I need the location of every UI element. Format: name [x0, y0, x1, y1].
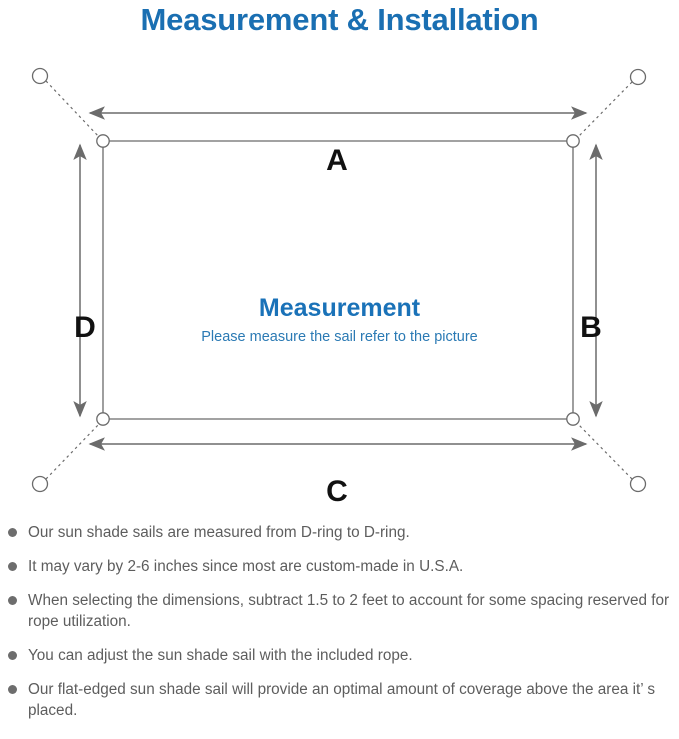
list-item: Our sun shade sails are measured from D-… — [0, 522, 679, 543]
d-ring-top-left — [96, 134, 110, 148]
rope-line-bottom-left — [45, 422, 101, 480]
bullet-icon — [8, 562, 17, 571]
list-item-text: It may vary by 2-6 inches since most are… — [28, 558, 464, 575]
bullet-icon — [8, 596, 17, 605]
bullet-icon — [8, 685, 17, 694]
bullet-icon — [8, 651, 17, 660]
page-title: Measurement & Installation — [140, 2, 539, 37]
list-item: You can adjust the sun shade sail with t… — [0, 645, 679, 666]
list-item-text: Our sun shade sails are measured from D-… — [28, 524, 410, 541]
dimension-label-d: D — [74, 311, 96, 344]
sail-measurement-diagram: A B C D Measurement Please measure the s… — [0, 50, 679, 520]
list-item: It may vary by 2-6 inches since most are… — [0, 556, 679, 577]
list-item-text: Our flat-edged sun shade sail will provi… — [28, 681, 655, 719]
rope-line-top-left — [45, 80, 101, 139]
list-item: Our flat-edged sun shade sail will provi… — [0, 679, 679, 721]
d-ring-group — [96, 134, 580, 426]
d-ring-bottom-right — [566, 412, 580, 426]
anchor-point-top-left — [31, 67, 49, 85]
anchor-point-group — [31, 67, 647, 493]
list-item: When selecting the dimensions, subtract … — [0, 590, 679, 632]
bullet-icon — [8, 528, 17, 537]
sail-rectangle — [102, 140, 574, 420]
dimension-label-b: B — [580, 311, 602, 344]
rope-lines — [45, 80, 633, 480]
notes-list: Our sun shade sails are measured from D-… — [0, 522, 679, 734]
anchor-point-bottom-left — [31, 475, 49, 493]
d-ring-top-right — [566, 134, 580, 148]
anchor-point-bottom-right — [629, 475, 647, 493]
dimension-label-a: A — [326, 144, 348, 177]
list-item-text: You can adjust the sun shade sail with t… — [28, 647, 413, 664]
diagram-svg — [31, 67, 647, 493]
list-item-text: When selecting the dimensions, subtract … — [28, 592, 670, 630]
d-ring-bottom-left — [96, 412, 110, 426]
rope-line-bottom-right — [576, 422, 633, 480]
dimension-label-c: C — [326, 475, 348, 508]
anchor-point-top-right — [629, 68, 647, 86]
dimension-lines — [73, 106, 603, 451]
rope-line-top-right — [576, 81, 633, 139]
